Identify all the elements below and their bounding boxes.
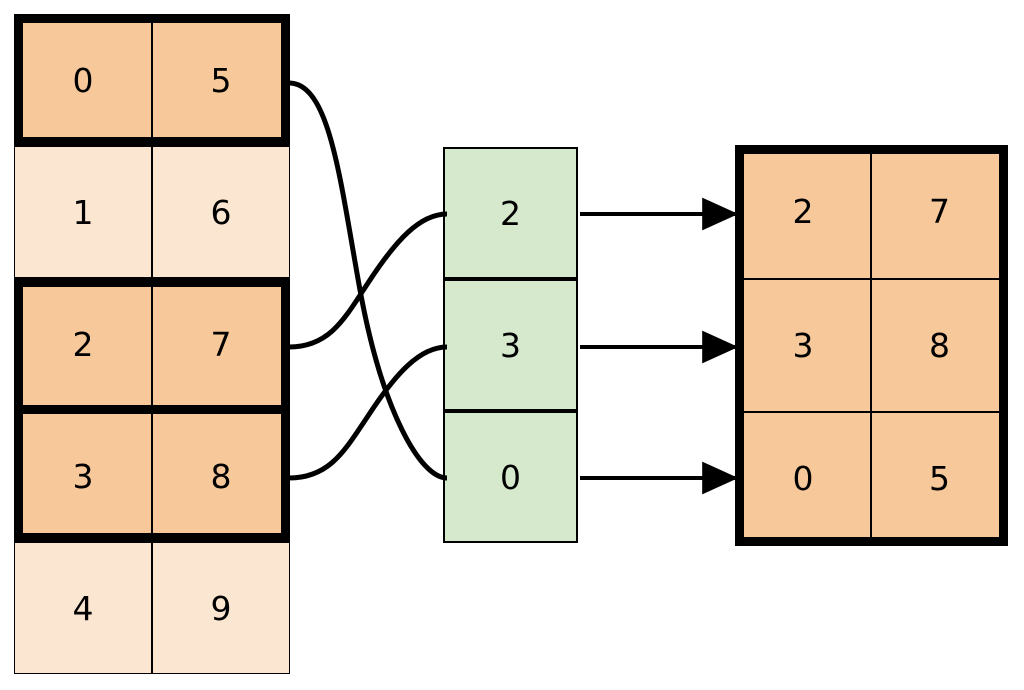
result-cell-r1c0: 3 [735, 278, 871, 413]
result-cell-r2c0: 0 [735, 412, 871, 546]
result-cell-r0c0: 2 [735, 145, 871, 279]
index-cell-0: 2 [443, 147, 578, 279]
source-cell-r2c1: 7 [152, 278, 290, 410]
curve-row0-to-index2 [288, 80, 448, 481]
curve-row2-to-index0 [288, 211, 448, 350]
source-array-table: 0 5 1 6 2 7 3 8 4 9 [14, 14, 290, 674]
source-cell-r4c0: 4 [14, 542, 152, 674]
result-cell-r1c1: 8 [871, 278, 1008, 413]
index-vector-table: 2 3 0 [443, 147, 578, 543]
source-cell-r0c1: 5 [152, 14, 290, 146]
index-cell-1: 3 [443, 279, 578, 411]
result-array-table: 2 7 3 8 0 5 [735, 145, 1008, 546]
source-cell-r1c0: 1 [14, 146, 152, 278]
result-cell-r2c1: 5 [871, 412, 1008, 546]
result-cell-r0c1: 7 [871, 145, 1008, 279]
source-cell-r3c0: 3 [14, 410, 152, 542]
source-cell-r4c1: 9 [152, 542, 290, 674]
index-cell-2: 0 [443, 411, 578, 543]
source-cell-r2c0: 2 [14, 278, 152, 410]
curve-row3-to-index1 [288, 344, 448, 481]
source-cell-r0c0: 0 [14, 14, 152, 146]
source-cell-r1c1: 6 [152, 146, 290, 278]
source-cell-r3c1: 8 [152, 410, 290, 542]
